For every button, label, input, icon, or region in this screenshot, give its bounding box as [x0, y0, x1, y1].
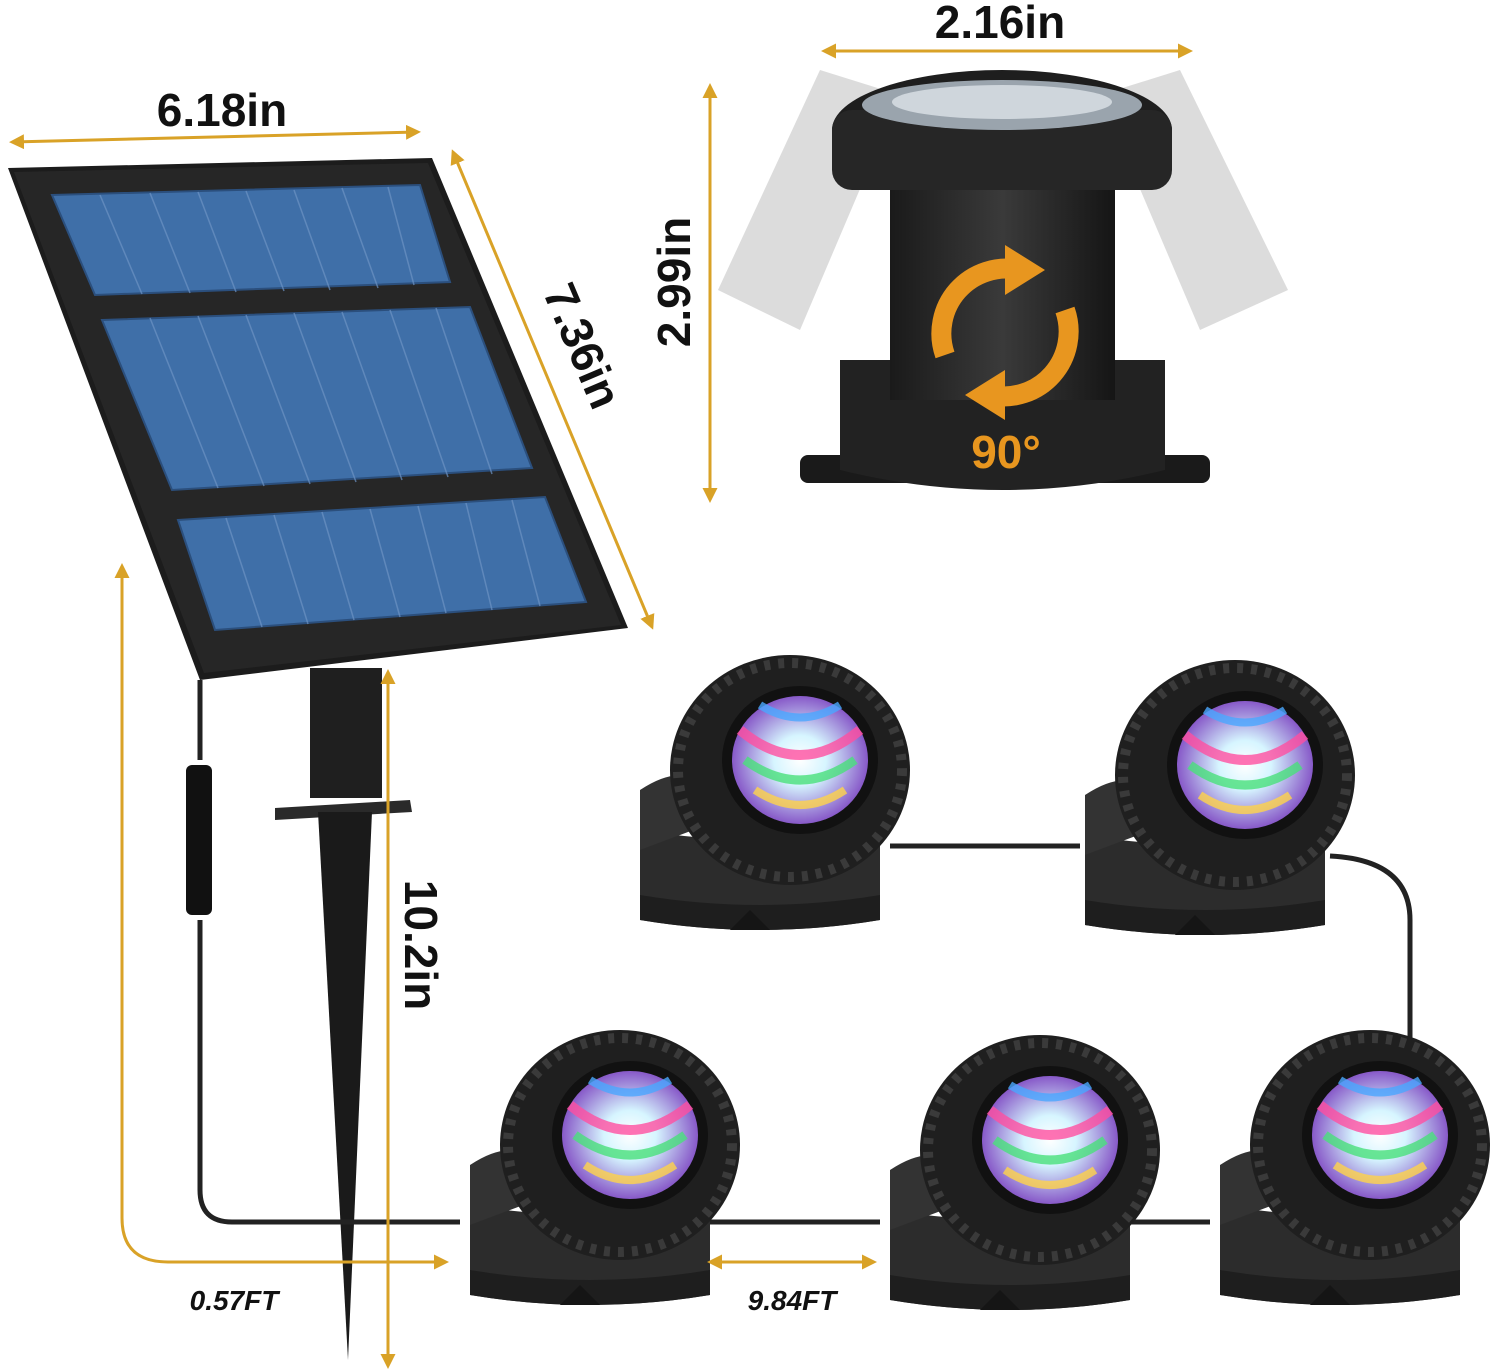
spotlight-icon	[470, 1030, 740, 1305]
first-cable-length-label: 0.57FT	[190, 1285, 282, 1316]
light-height-label: 2.99in	[648, 217, 700, 347]
spotlight-icon	[640, 655, 910, 930]
rotate-arrows-icon	[931, 258, 1079, 407]
stake-height-label: 10.2in	[395, 880, 447, 1010]
dimension-lines	[9, 43, 1193, 1369]
spotlight-icon	[1085, 660, 1355, 935]
cable-connector	[186, 765, 212, 915]
spotlight-icon	[1220, 1030, 1490, 1305]
rotate-arrow-heads	[965, 245, 1045, 420]
cable-between-length-label: 9.84FT	[748, 1285, 840, 1316]
rotation-angle-label: 90°	[971, 426, 1041, 478]
light-width-label: 2.16in	[935, 0, 1065, 48]
rotating-light-unit	[718, 70, 1288, 490]
panel-width-label: 6.18in	[157, 84, 287, 136]
spotlight-icon	[890, 1035, 1160, 1310]
ground-stake	[275, 668, 412, 1360]
solar-panel-icon	[8, 158, 628, 680]
panel-height-label: 7.36in	[533, 276, 632, 416]
